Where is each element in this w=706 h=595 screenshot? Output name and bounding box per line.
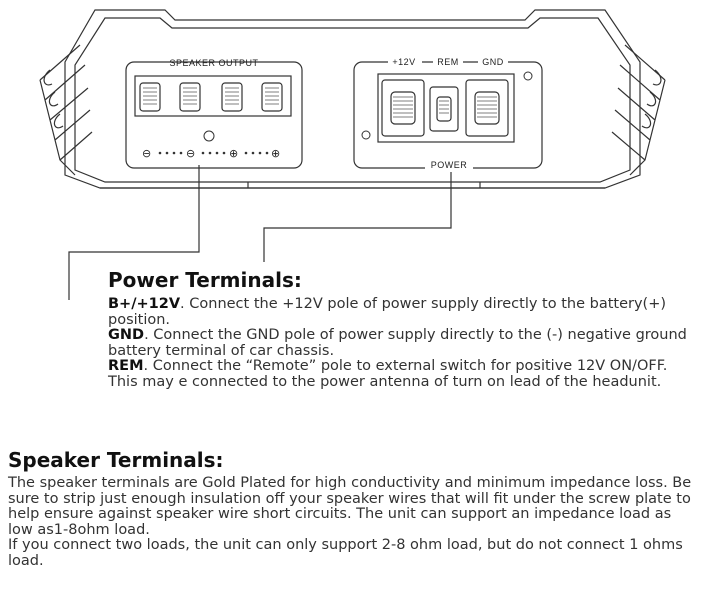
speaker-terminals-description: The speaker terminals are Gold Plated fo… [8,475,698,569]
speaker-leader-line [68,165,200,300]
terminal-label: +12V [392,57,415,67]
polarity-sign: ⊖ [186,147,195,160]
power-item-rem: REM. Connect the “Remote” pole to extern… [108,358,668,390]
power-item-12v: B+/+12V. Connect the +12V pole of power … [108,296,667,328]
term-12v: B+/+12V [108,296,181,312]
amplifier-body [64,9,641,189]
terminal-label: GND [482,57,504,67]
speaker-terminal-screw [179,82,201,112]
speaker-paragraph-2: If you connect two loads, the unit can o… [8,537,683,569]
polarity-sign: ⊕ [229,147,238,160]
mount-hole [523,71,533,81]
speaker-terminal-screw [139,82,161,112]
polarity-sign: ⊕ [271,147,280,160]
power-label: POWER [431,160,468,170]
led-indicator [203,130,215,142]
speaker-terminal-screw [261,82,283,112]
amplifier-diagram: SPEAKER OUTPUT ⊖ ⊖ ⊕ ⊕ +12V REM GND POWE… [39,9,666,300]
speaker-terminal-screw [221,82,243,112]
power-terminals-description: B+/+12V. Connect the +12V pole of power … [108,296,688,390]
polarity-sign: ⊖ [142,147,151,160]
left-heatsink [39,44,93,176]
right-heatsink [611,44,666,176]
speaker-output-label: SPEAKER OUTPUT [169,58,258,68]
speaker-paragraph-1: The speaker terminals are Gold Plated fo… [8,475,692,538]
power-item-gnd: GND. Connect the GND pole of power suppl… [108,327,687,359]
terminal-label: REM [437,57,459,67]
speaker-terminals-heading: Speaker Terminals: [8,448,224,472]
term-rem: REM [108,358,144,374]
term-gnd: GND [108,327,145,343]
speaker-output-panel [125,61,303,169]
power-terminals-heading: Power Terminals: [108,268,302,292]
mount-hole [361,130,371,140]
power-leader-line [263,172,452,262]
